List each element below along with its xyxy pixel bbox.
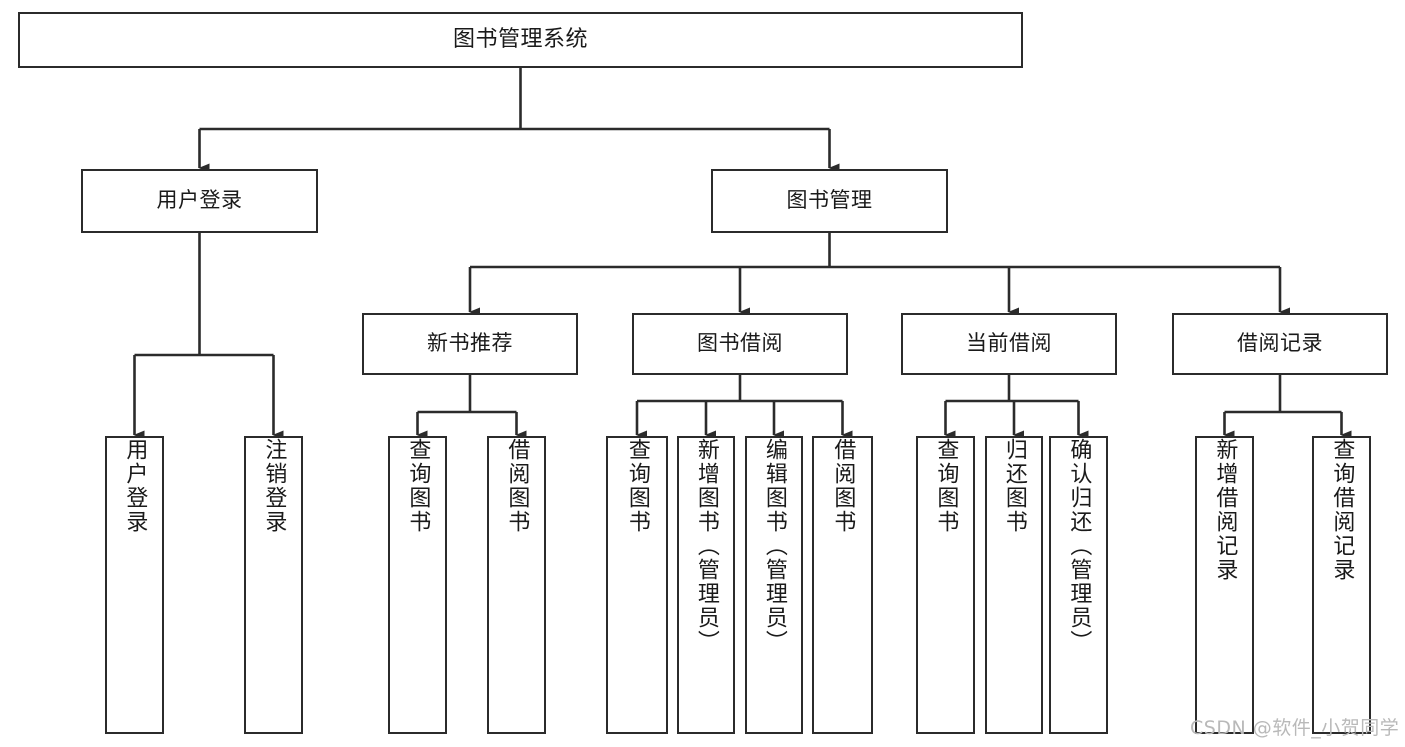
- node-leaf-logout[interactable]: 注销登录: [244, 436, 303, 734]
- node-label: 归还图书: [1001, 438, 1027, 534]
- node-label: 借阅图书: [504, 438, 530, 534]
- node-label: 编辑图书（管理员）: [761, 438, 787, 654]
- node-leaf-cb-query[interactable]: 查询图书: [916, 436, 975, 734]
- node-label: 借阅图书: [830, 438, 856, 534]
- node-label: 当前借阅: [966, 331, 1052, 356]
- node-new-book-rec[interactable]: 新书推荐: [362, 313, 578, 375]
- node-book-borrow[interactable]: 图书借阅: [632, 313, 848, 375]
- node-label: 查询图书: [933, 438, 959, 534]
- node-root[interactable]: 图书管理系统: [18, 12, 1023, 68]
- node-label: 用户登录: [122, 438, 148, 534]
- node-leaf-br-add[interactable]: 新增借阅记录: [1195, 436, 1254, 734]
- node-label: 查询借阅记录: [1329, 438, 1355, 582]
- edge-group: [133, 68, 1352, 440]
- node-leaf-bb-add[interactable]: 新增图书（管理员）: [677, 436, 735, 734]
- node-label: 查询图书: [624, 438, 650, 534]
- node-leaf-cb-confirm[interactable]: 确认归还（管理员）: [1049, 436, 1108, 734]
- node-label: 新增图书（管理员）: [693, 438, 719, 654]
- node-book-manage[interactable]: 图书管理: [711, 169, 948, 233]
- node-current-borrow[interactable]: 当前借阅: [901, 313, 1117, 375]
- node-label: 新增借阅记录: [1212, 438, 1238, 582]
- node-leaf-rec-query[interactable]: 查询图书: [388, 436, 447, 734]
- node-borrow-record[interactable]: 借阅记录: [1172, 313, 1388, 375]
- node-user-login[interactable]: 用户登录: [81, 169, 318, 233]
- node-label: 用户登录: [156, 188, 243, 213]
- node-label: 图书管理系统: [452, 26, 588, 52]
- node-label: 查询图书: [405, 438, 431, 534]
- node-leaf-br-query[interactable]: 查询借阅记录: [1312, 436, 1371, 734]
- node-label: 注销登录: [261, 438, 287, 534]
- node-label: 图书借阅: [697, 331, 783, 356]
- node-leaf-bb-borrow[interactable]: 借阅图书: [812, 436, 873, 734]
- node-label: 新书推荐: [427, 331, 513, 356]
- node-leaf-rec-borrow[interactable]: 借阅图书: [487, 436, 546, 734]
- node-label: 借阅记录: [1237, 331, 1323, 356]
- node-leaf-bb-query[interactable]: 查询图书: [606, 436, 668, 734]
- node-label: 确认归还（管理员）: [1066, 438, 1092, 654]
- node-leaf-bb-edit[interactable]: 编辑图书（管理员）: [745, 436, 803, 734]
- node-leaf-cb-return[interactable]: 归还图书: [985, 436, 1043, 734]
- node-label: 图书管理: [786, 188, 873, 213]
- node-leaf-user-login[interactable]: 用户登录: [105, 436, 164, 734]
